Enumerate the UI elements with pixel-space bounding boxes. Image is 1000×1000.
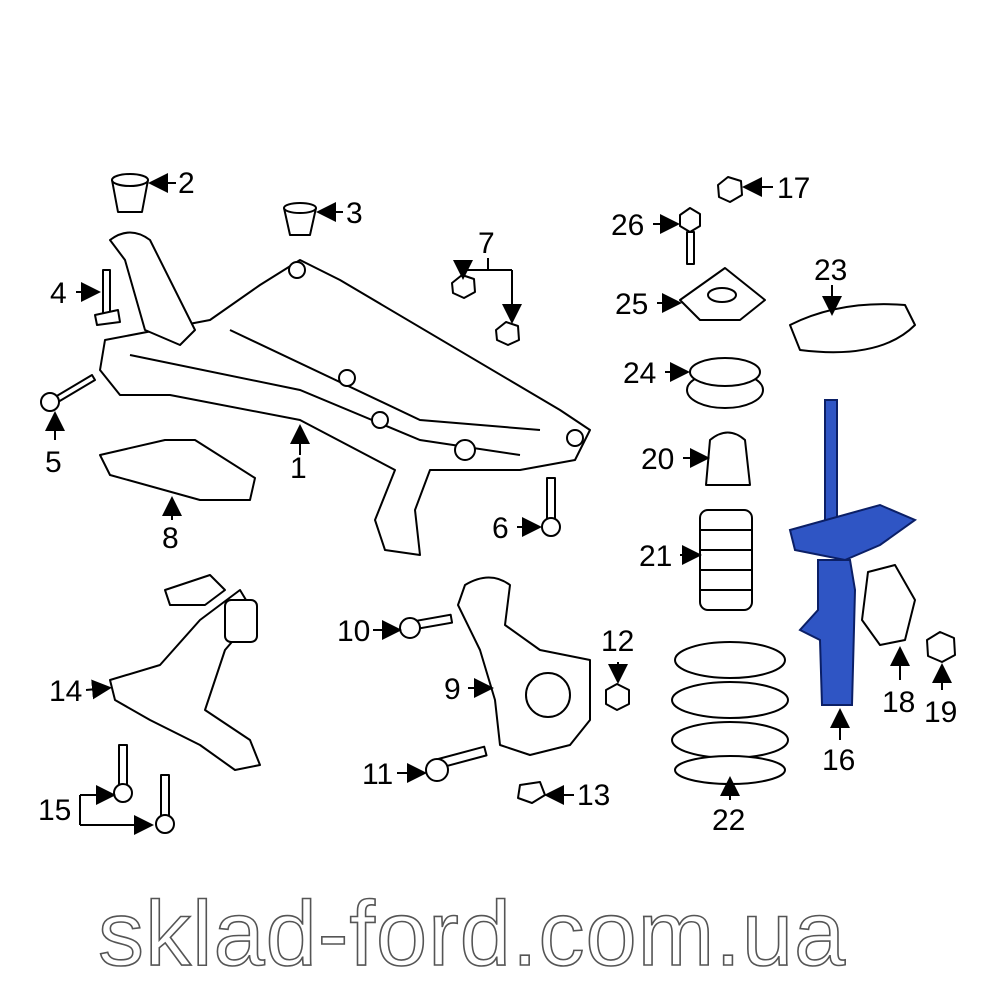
callout-25[interactable]: 25 <box>615 288 648 321</box>
callout-17[interactable]: 17 <box>777 172 810 205</box>
callout-26[interactable]: 26 <box>611 209 644 242</box>
bushing-3[interactable] <box>283 202 317 236</box>
nut-19[interactable] <box>926 631 956 663</box>
bolt-15a[interactable] <box>113 744 133 803</box>
callout-12[interactable]: 12 <box>601 625 634 658</box>
bump-stop-20[interactable] <box>705 431 751 486</box>
callout-3[interactable]: 3 <box>346 197 363 230</box>
callout-7[interactable]: 7 <box>478 227 495 260</box>
callout-14[interactable]: 14 <box>49 675 82 708</box>
leader-lines <box>45 173 952 835</box>
nut-17[interactable] <box>717 176 743 203</box>
callout-20[interactable]: 20 <box>641 443 674 476</box>
callout-22[interactable]: 22 <box>712 804 745 837</box>
callout-18[interactable]: 18 <box>882 686 915 719</box>
bolt-5[interactable] <box>40 374 96 412</box>
callout-24[interactable]: 24 <box>623 357 656 390</box>
bracket-18[interactable] <box>861 564 916 646</box>
callout-8[interactable]: 8 <box>162 522 179 555</box>
callout-6[interactable]: 6 <box>492 512 509 545</box>
dust-boot-21[interactable] <box>699 509 753 611</box>
callout-10[interactable]: 10 <box>337 615 370 648</box>
coil-spring-22[interactable] <box>671 641 789 785</box>
bolt-6[interactable] <box>541 477 561 537</box>
callout-2[interactable]: 2 <box>178 167 195 200</box>
nut-12[interactable] <box>605 683 630 711</box>
callout-13[interactable]: 13 <box>577 779 610 812</box>
callout-1[interactable]: 1 <box>290 452 307 485</box>
nut-7b[interactable] <box>495 321 520 346</box>
spring-seat-23[interactable] <box>789 303 916 354</box>
knuckle-9[interactable] <box>457 576 591 756</box>
bolt-26[interactable] <box>679 207 701 265</box>
bolt-15b[interactable] <box>155 774 175 834</box>
bearing-24[interactable] <box>686 357 764 409</box>
strut-16[interactable] <box>788 399 918 706</box>
callout-4[interactable]: 4 <box>50 277 67 310</box>
bolt-4[interactable] <box>94 269 121 326</box>
subframe-part[interactable] <box>99 231 591 556</box>
callout-5[interactable]: 5 <box>45 446 62 479</box>
callout-labels: 1 2 3 4 5 6 7 8 9 10 11 12 13 14 15 16 1… <box>38 167 957 837</box>
nut-13[interactable] <box>517 781 546 804</box>
bushing-2[interactable] <box>111 173 149 213</box>
watermark: sklad-ford.com.ua <box>98 883 846 985</box>
callout-15[interactable]: 15 <box>38 794 71 827</box>
callout-16[interactable]: 16 <box>822 744 855 777</box>
callout-11[interactable]: 11 <box>362 758 393 791</box>
callout-9[interactable]: 9 <box>444 673 461 706</box>
lower-control-arm-14[interactable] <box>109 574 261 771</box>
strut-mount-25[interactable] <box>679 267 766 321</box>
callout-19[interactable]: 19 <box>924 696 957 729</box>
callout-23[interactable]: 23 <box>814 254 847 287</box>
bolt-10[interactable] <box>399 613 454 639</box>
bracket-8[interactable] <box>99 439 256 501</box>
bolt-11[interactable] <box>425 745 488 782</box>
nut-7a[interactable] <box>451 274 476 299</box>
callout-21[interactable]: 21 <box>639 540 672 573</box>
